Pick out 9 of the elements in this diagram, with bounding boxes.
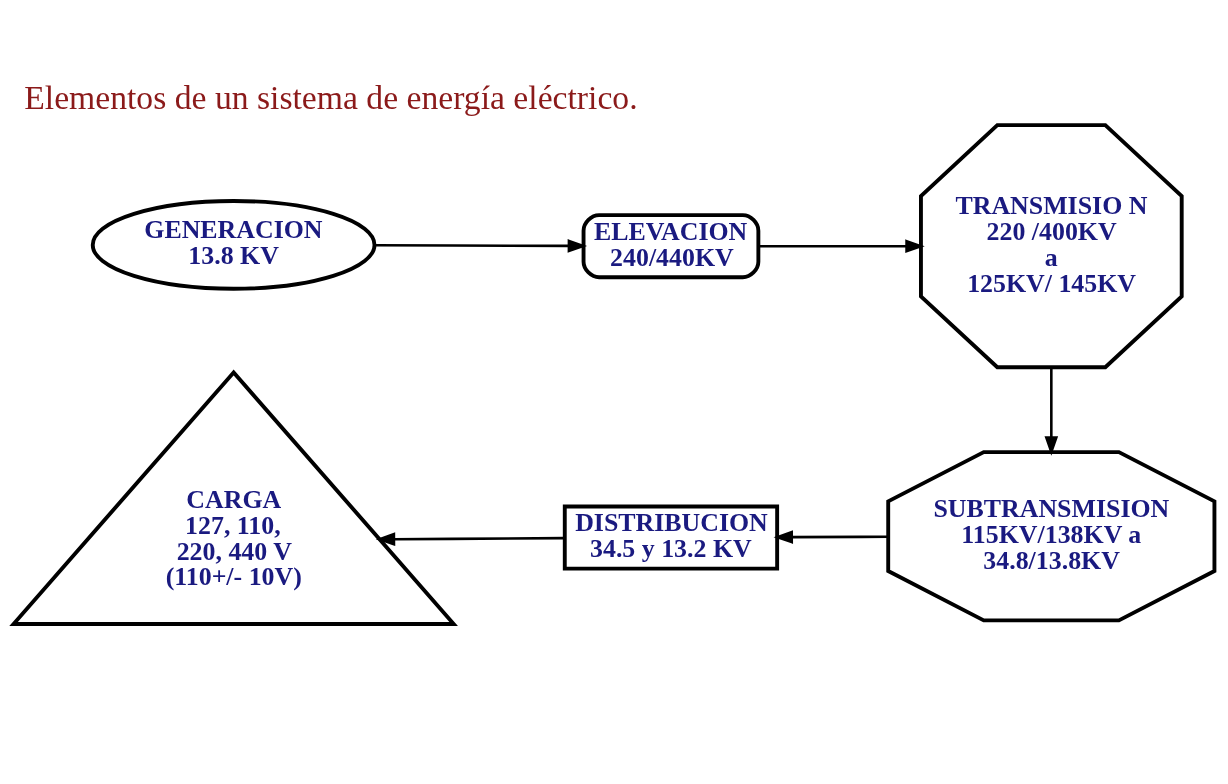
arrow [374, 238, 588, 253]
diagram-title: Elementos de un sistema de energía eléctrico. [24, 78, 638, 116]
arrow [758, 238, 925, 253]
arrow [375, 531, 565, 546]
node-box: ELEVACION 240/440KV [581, 212, 761, 279]
node-ellipse: GENERACION 13.8 KV [90, 198, 377, 291]
node-box: DISTRIBUCION 34.5 y 13.2 KV [562, 504, 780, 571]
arrow [1044, 366, 1059, 456]
arrow [773, 529, 889, 544]
